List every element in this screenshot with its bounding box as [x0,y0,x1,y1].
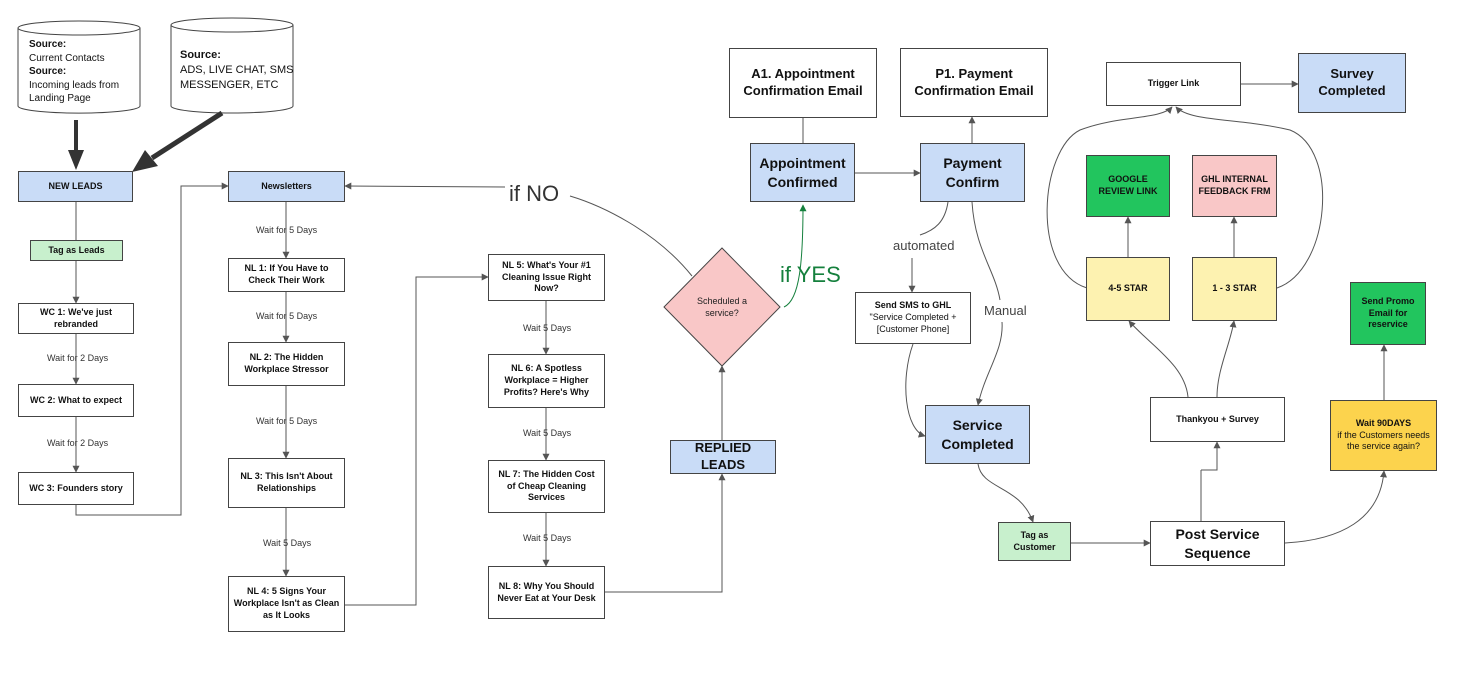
tag-as-leads-node[interactable]: Tag as Leads [30,240,123,261]
trigger-link-node[interactable]: Trigger Link [1106,62,1241,106]
if-yes-label: if YES [780,262,841,287]
manual-label: Manual [984,303,1027,318]
if-no-label: if NO [509,181,560,206]
replied-leads-node[interactable]: REPLIED LEADS [670,440,776,474]
survey-completed-node[interactable]: Survey Completed [1298,53,1406,113]
payment-confirm-node[interactable]: Payment Confirm [920,143,1025,202]
wait-90-days-text: if the Customers needs the service again… [1337,429,1430,452]
wait-label-wc1: Wait for 2 Days [47,353,109,363]
nl3-node[interactable]: NL 3: This Isn't About Relationships [228,458,345,508]
wait-label-e: Wait 5 Days [523,323,572,333]
a1-appointment-email-node[interactable]: A1. Appointment Confirmation Email [729,48,877,118]
nl5-node[interactable]: NL 5: What's Your #1 Cleaning Issue Righ… [488,254,605,301]
source-left-text-2a: Incoming leads from [29,79,120,91]
source-arrows [68,110,224,172]
wait-label-f: Wait 5 Days [523,428,572,438]
automated-label: automated [893,238,955,253]
wc3-node[interactable]: WC 3: Founders story [18,472,134,505]
star-4-5-node[interactable]: 4-5 STAR [1086,257,1170,321]
thankyou-survey-node[interactable]: Thankyou + Survey [1150,397,1285,442]
google-review-link-node[interactable]: GOOGLE REVIEW LINK [1086,155,1170,217]
star-1-3-node[interactable]: 1 - 3 STAR [1192,257,1277,321]
send-sms-line-1: "Service Completed + [869,312,957,323]
nl8-node[interactable]: NL 8: Why You Should Never Eat at Your D… [488,566,605,619]
source-right-line-1: ADS, LIVE CHAT, SMS [180,63,294,76]
source-left-text: Source: Current Contacts Source: Incomin… [29,38,137,106]
newsletters-node[interactable]: Newsletters [228,171,345,202]
nl7-node[interactable]: NL 7: The Hidden Cost of Cheap Cleaning … [488,460,605,513]
send-sms-title: Send SMS to GHL [874,300,952,311]
nl1-node[interactable]: NL 1: If You Have to Check Their Work [228,258,345,292]
wait-label-g: Wait 5 Days [523,533,572,543]
source-right-text: Source: ADS, LIVE CHAT, SMS MESSENGER, E… [180,48,295,93]
source-right-line-2: MESSENGER, ETC [180,78,279,91]
send-promo-email-node[interactable]: Send Promo Email for reservice [1350,282,1426,345]
wc1-node[interactable]: WC 1: We've just rebranded [18,303,134,334]
ghl-feedback-form-node[interactable]: GHL INTERNAL FEEDBACK FRM [1192,155,1277,217]
decision-question: Scheduled a service? [696,296,748,318]
post-service-sequence-node[interactable]: Post Service Sequence [1150,521,1285,566]
wait-label-c: Wait for 5 Days [256,416,318,426]
tag-as-customer-node[interactable]: Tag as Customer [998,522,1071,561]
decision-diamond [663,247,781,367]
wait-90-days-node[interactable]: Wait 90DAYS if the Customers needs the s… [1330,400,1437,471]
p1-payment-email-node[interactable]: P1. Payment Confirmation Email [900,48,1048,117]
send-sms-line-2: [Customer Phone] [876,323,950,334]
wait-label-b: Wait for 5 Days [256,311,318,321]
wc2-node[interactable]: WC 2: What to expect [18,384,134,417]
new-leads-node[interactable]: NEW LEADS [18,171,133,202]
wait-label-wc2: Wait for 2 Days [47,438,109,448]
source-right-label: Source: [180,49,221,61]
source-cylinder-left [17,20,141,114]
source-left-label-2: Source: [29,66,67,77]
service-completed-node[interactable]: Service Completed [925,405,1030,464]
send-sms-node[interactable]: Send SMS to GHL "Service Completed + [Cu… [855,292,971,344]
wait-label-a: Wait for 5 Days [256,225,318,235]
source-left-text-1: Current Contacts [29,52,105,64]
nl4-node[interactable]: NL 4: 5 Signs Your Workplace Isn't as Cl… [228,576,345,632]
source-left-text-2b: Landing Page [29,93,91,104]
source-left-label-1: Source: [29,39,67,50]
nl6-node[interactable]: NL 6: A Spotless Workplace = Higher Prof… [488,354,605,408]
appointment-confirmed-node[interactable]: Appointment Confirmed [750,143,855,202]
nl2-node[interactable]: NL 2: The Hidden Workplace Stressor [228,342,345,386]
wait-label-d: Wait 5 Days [263,538,312,548]
wait-90-days-title: Wait 90DAYS [1355,417,1412,428]
source-cylinder-right [170,17,294,114]
